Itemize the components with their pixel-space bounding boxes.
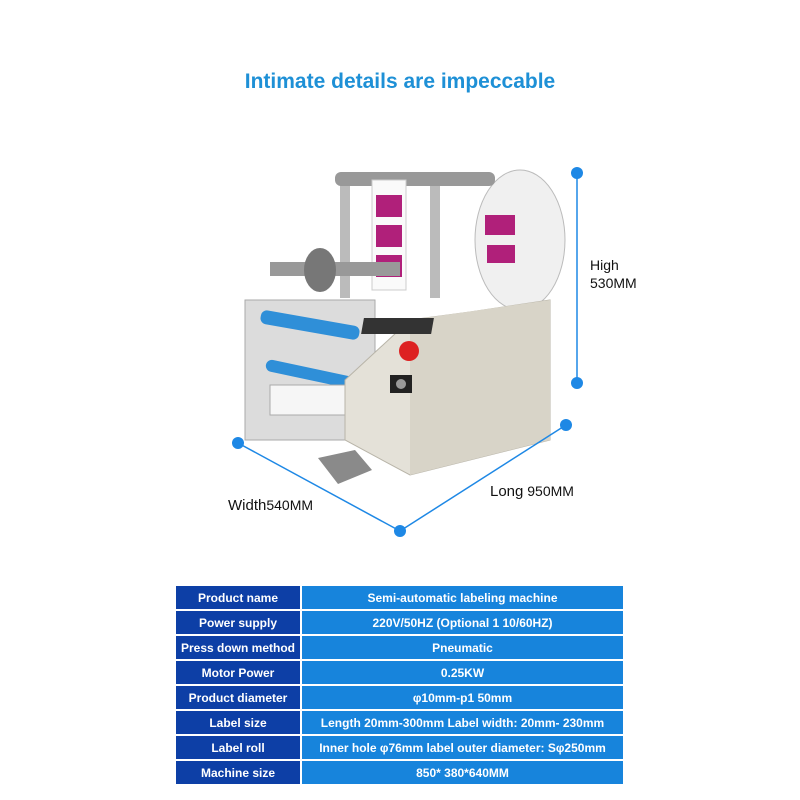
frame-post [430, 178, 440, 298]
dimension-dot [394, 525, 406, 537]
dimension-dot [571, 377, 583, 389]
spec-key: Power supply [176, 611, 300, 634]
machine-side [410, 300, 550, 475]
spec-key: Label size [176, 711, 300, 734]
spec-value: Semi-automatic labeling machine [302, 586, 623, 609]
label-backing-roll [269, 384, 351, 416]
knob-dial [396, 379, 406, 389]
spec-key: Label roll [176, 736, 300, 759]
width-value: 540MM [266, 497, 314, 513]
width-label-text: Width [228, 497, 267, 514]
spec-value: φ10mm-p1 50mm [302, 686, 623, 709]
spec-value: 220V/50HZ (Optional 1 10/60HZ) [302, 611, 623, 634]
spec-key: Product diameter [176, 686, 300, 709]
length-label: Long 950MM [490, 483, 574, 500]
label [485, 215, 515, 235]
frame-post [340, 178, 350, 298]
blue-roller [265, 359, 355, 389]
spec-key: Machine size [176, 761, 300, 784]
spec-key: Motor Power [176, 661, 300, 684]
spec-value: Pneumatic [302, 636, 623, 659]
blue-roller [260, 310, 360, 340]
spec-value: 0.25KW [302, 661, 623, 684]
dimension-dot [560, 419, 572, 431]
height-value: 530MM [590, 275, 637, 291]
spec-value: Length 20mm-300mm Label width: 20mm- 230… [302, 711, 623, 734]
label-roll [474, 169, 566, 311]
top-roller [335, 172, 495, 186]
dimension-dot [232, 437, 244, 449]
length-dimension-line [399, 424, 567, 532]
width-label: Width540MM [228, 497, 313, 514]
spec-key: Press down method [176, 636, 300, 659]
spec-key: Product name [176, 586, 300, 609]
length-label-text: Long [490, 483, 524, 500]
width-dimension-line [237, 442, 401, 532]
touch-panel [361, 318, 434, 334]
label [376, 195, 402, 217]
length-value: 950MM [527, 483, 574, 499]
foot-pedal [318, 450, 372, 484]
emergency-stop-button [399, 341, 419, 361]
page-title: Intimate details are impeccable [244, 70, 556, 93]
spec-value: 850* 380*640MM [302, 761, 623, 784]
height-label: High 530MM [590, 256, 637, 292]
machine-illustration [232, 167, 583, 537]
spec-value: Inner hole φ76mm label outer diameter: S… [302, 736, 623, 759]
label [376, 225, 402, 247]
spindle-wheel [304, 248, 336, 292]
dimension-dot [571, 167, 583, 179]
height-label-text: High [590, 257, 619, 273]
label [487, 245, 515, 263]
